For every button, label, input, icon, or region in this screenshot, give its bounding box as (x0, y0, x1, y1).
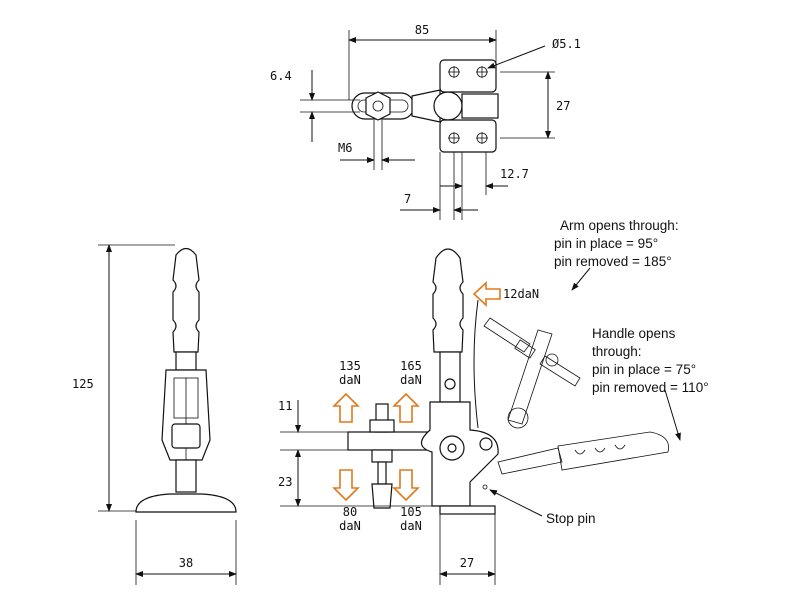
force-arrow-down-right (392, 469, 420, 502)
force-down-left-unit: daN (339, 519, 361, 533)
stop-pin-leader (489, 489, 543, 517)
dim-23: 23 (278, 475, 292, 489)
force-arrow-handle (472, 281, 501, 307)
dimension-labels: 85 Ø5.1 6.4 27 M6 12.7 7 125 38 11 23 27 (72, 23, 581, 570)
handle-note-line2: through: (592, 344, 642, 359)
notes: Arm opens through: pin in place = 95° pi… (546, 218, 709, 526)
arm-note-line3: pin removed = 185° (554, 254, 672, 269)
force-up-right-unit: daN (400, 373, 422, 387)
swing-arc (473, 299, 479, 429)
dim-11: 11 (278, 399, 292, 413)
handle-note-line1: Handle opens (592, 326, 676, 341)
handle-note-line3: pin in place = 75° (592, 362, 696, 377)
bolt-holes (448, 66, 488, 144)
dim-38: 38 (179, 556, 193, 570)
hex-nut (365, 91, 391, 121)
side-view (280, 248, 681, 585)
force-handle: 12daN (503, 287, 539, 301)
dim-7: 7 (404, 192, 411, 206)
top-view (300, 30, 555, 220)
dim-27-side: 27 (460, 556, 474, 570)
handle-note-line4: pin removed = 110° (592, 380, 709, 395)
arm-note-line2: pin in place = 95° (554, 236, 658, 251)
force-labels: 12daN 135 daN 165 daN 80 daN 105 daN (339, 287, 539, 533)
spindle-tip (371, 483, 393, 509)
side-handle-grip (432, 248, 464, 353)
base-plate (135, 493, 237, 513)
force-arrow-up-right (392, 392, 420, 423)
force-down-left-value: 80 (343, 505, 357, 519)
force-up-right-value: 165 (400, 359, 422, 373)
dim-6-4: 6.4 (270, 69, 292, 83)
mount-plate-top (439, 59, 497, 93)
dim-125: 125 (72, 377, 94, 391)
arm-note-line1: Arm opens through: (560, 218, 679, 233)
side-base (439, 505, 496, 515)
force-arrow-down-left (332, 469, 360, 502)
force-down-right-unit: daN (400, 519, 422, 533)
dim-hole-dia: Ø5.1 (552, 37, 581, 51)
dim-12-7: 12.7 (500, 167, 529, 181)
mount-plate-bottom (439, 119, 497, 153)
dim-85: 85 (415, 23, 429, 37)
dim-27-top: 27 (556, 99, 570, 113)
force-up-left-value: 135 (339, 359, 361, 373)
front-view (98, 244, 237, 585)
force-down-right-value: 105 (400, 505, 422, 519)
force-up-left-unit: daN (339, 373, 361, 387)
handle-open-position (497, 431, 669, 475)
arm-open-position (483, 317, 581, 429)
stop-pin-label: Stop pin (546, 511, 596, 526)
handle-grip (172, 247, 200, 353)
dim-m6: M6 (338, 141, 352, 155)
force-arrow-up-left (332, 392, 360, 423)
pivot-ball (433, 91, 463, 121)
